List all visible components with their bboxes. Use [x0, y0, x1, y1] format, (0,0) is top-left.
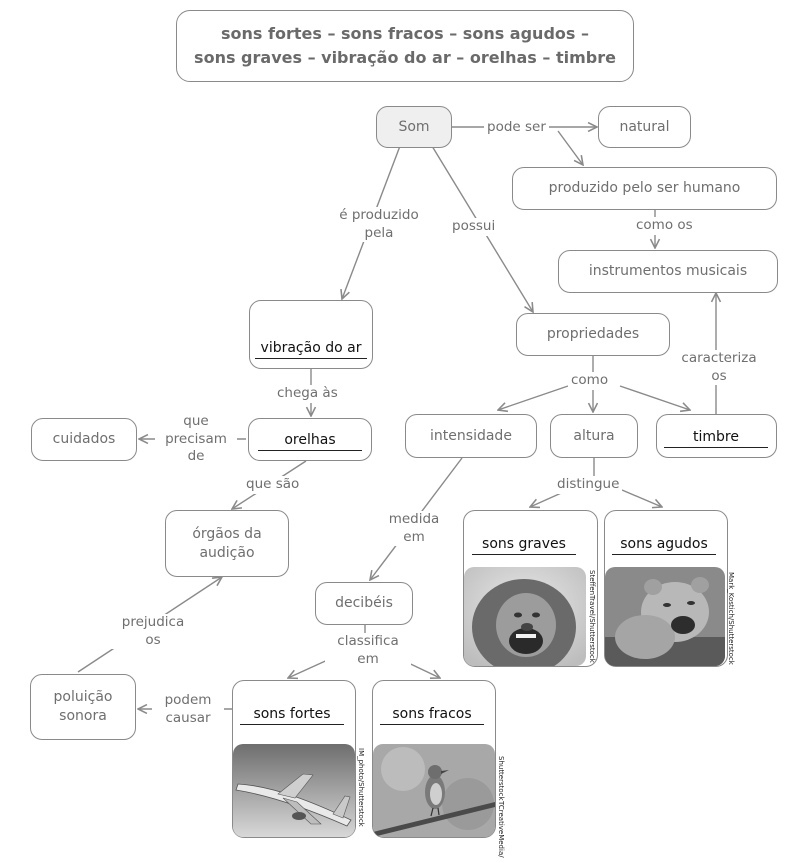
credit-graves: SteffenTravel/Shutterstock	[588, 570, 596, 663]
node-intensidade: intensidade	[405, 414, 537, 458]
link-prejudica-line-2: os	[145, 631, 161, 648]
credit-fracos-line-2: Shutterstock	[497, 756, 505, 801]
node-altura-label: altura	[573, 427, 615, 444]
credit-agudos: Mark_Kostich/Shutterstock	[727, 572, 735, 665]
credit-fracos: TCreativeMedia/ Shutterstock	[497, 756, 505, 857]
node-poluicao: poluição sonora	[30, 674, 136, 740]
link-que-precisam-line-3: de	[187, 448, 205, 465]
answer-line-sons-agudos	[612, 554, 716, 555]
bird-photo	[373, 744, 495, 837]
word-bank: sons fortes – sons fracos – sons agudos …	[176, 10, 634, 82]
node-instrumentos-label: instrumentos musicais	[588, 263, 748, 280]
link-e-produzido: é produzido pela	[333, 207, 425, 243]
answer-line-sons-graves	[472, 554, 576, 555]
link-medida-line-2: em	[403, 528, 425, 545]
node-natural: natural	[598, 106, 691, 148]
answer-line-vibracao	[255, 358, 367, 359]
answer-line-timbre	[664, 447, 768, 448]
cub-photo	[605, 567, 725, 666]
node-orgaos-line-1: órgãos da	[192, 525, 262, 542]
link-classifica-line-2: em	[357, 650, 379, 667]
link-como-os: como os	[633, 217, 696, 235]
node-intensidade-label: intensidade	[430, 427, 512, 444]
credit-fracos-line-1: TCreativeMedia/	[497, 800, 505, 858]
node-orgaos: órgãos da audição	[165, 510, 289, 577]
answer-line-sons-fortes	[240, 724, 344, 725]
node-decibeis: decibéis	[315, 582, 413, 625]
link-prejudica: prejudica os	[108, 614, 198, 650]
link-que-precisam-line-2: precisam	[165, 430, 227, 447]
link-caracteriza-line-1: caracteriza	[681, 350, 757, 366]
link-e-produzido-line-2: pela	[364, 224, 394, 241]
link-classifica: classifica em	[325, 633, 411, 669]
node-propriedades: propriedades	[516, 313, 670, 356]
word-bank-line-1: sons fortes – sons fracos – sons agudos …	[221, 24, 589, 43]
node-instrumentos: instrumentos musicais	[558, 250, 778, 293]
link-caracteriza-line-2: os	[711, 367, 727, 384]
answer-sons-graves: sons graves	[482, 536, 566, 552]
answer-sons-fortes: sons fortes	[253, 706, 331, 722]
node-timbre	[656, 414, 777, 458]
link-distingue: distingue	[554, 476, 623, 494]
node-poluicao-line-2: sonora	[59, 708, 107, 724]
answer-line-orelhas	[258, 450, 362, 451]
link-podem-causar-line-1: podem	[164, 692, 212, 708]
link-e-produzido-line-1: é produzido	[339, 207, 419, 223]
link-classifica-line-1: classifica	[337, 633, 399, 649]
lion-photo	[464, 567, 586, 666]
node-poluicao-line-1: poluição	[53, 689, 113, 706]
node-propriedades-label: propriedades	[546, 326, 640, 343]
link-que-sao: que são	[243, 476, 303, 494]
node-orelhas	[248, 418, 372, 461]
node-produzido-humano: produzido pelo ser humano	[512, 167, 777, 210]
answer-orelhas: orelhas	[284, 432, 336, 448]
answer-vibracao: vibração do ar	[260, 340, 362, 356]
node-som: Som	[376, 106, 452, 148]
answer-sons-agudos: sons agudos	[620, 536, 708, 552]
link-prejudica-line-1: prejudica	[121, 614, 185, 630]
link-podem-causar: podem causar	[152, 692, 224, 728]
node-decibeis-label: decibéis	[335, 595, 393, 612]
node-orgaos-line-2: audição	[199, 544, 255, 561]
node-cuidados-label: cuidados	[52, 431, 116, 448]
word-bank-line-2: sons graves – vibração do ar – orelhas –…	[194, 48, 616, 67]
link-pode-ser: pode ser	[484, 119, 549, 137]
link-chega-as: chega às	[274, 385, 341, 403]
node-natural-label: natural	[619, 118, 670, 135]
link-medida: medida em	[380, 511, 448, 547]
answer-sons-fracos: sons fracos	[392, 706, 472, 722]
answer-timbre: timbre	[693, 429, 739, 445]
node-produzido-humano-label: produzido pelo ser humano	[548, 180, 741, 197]
link-possui: possui	[449, 218, 499, 236]
link-podem-causar-line-2: causar	[165, 709, 211, 726]
node-altura: altura	[550, 414, 638, 458]
airplane-photo	[233, 744, 355, 837]
link-que-precisam: que precisam de	[155, 413, 237, 466]
link-que-precisam-line-1: que	[183, 413, 209, 429]
credit-fortes: IM_photo/Shutterstock	[357, 748, 365, 827]
node-cuidados: cuidados	[31, 418, 137, 461]
answer-line-sons-fracos	[380, 724, 484, 725]
link-medida-line-1: medida	[388, 511, 440, 527]
node-som-label: Som	[398, 118, 430, 135]
node-vibracao	[249, 300, 373, 369]
link-caracteriza: caracteriza os	[673, 350, 765, 386]
link-como: como	[568, 372, 612, 390]
